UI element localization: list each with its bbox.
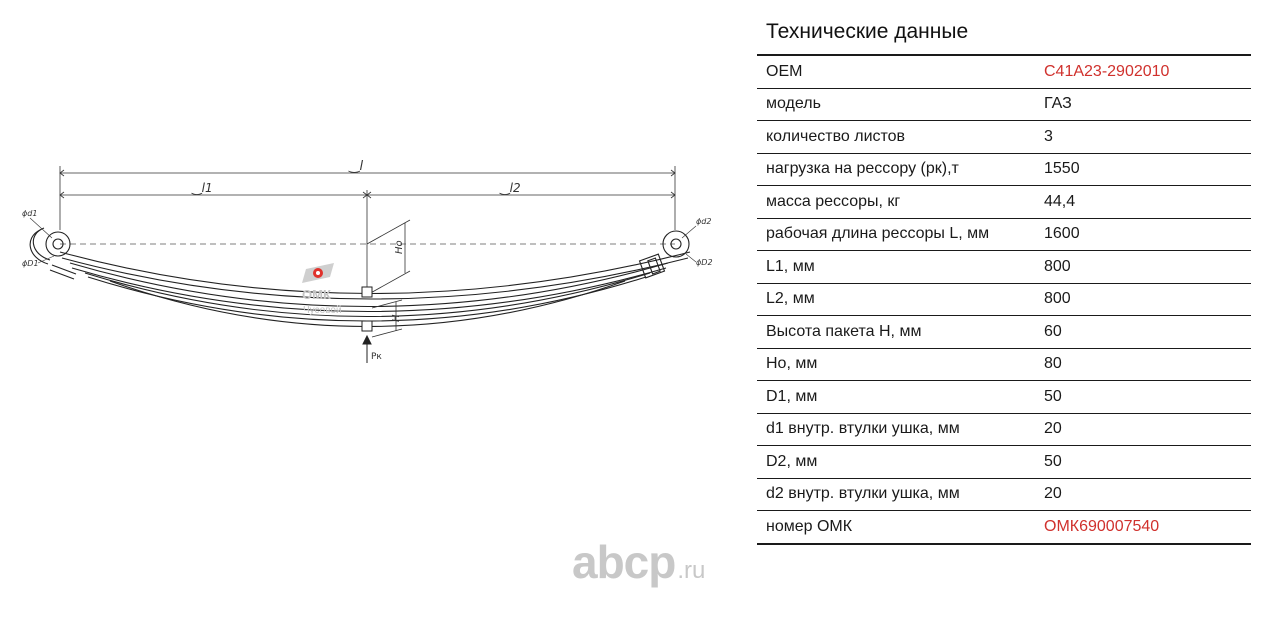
watermark-tld: .ru [677, 557, 706, 584]
leader-d2 [681, 225, 697, 239]
dimension-h0 [366, 219, 411, 296]
spec-value: ГАЗ [1034, 88, 1251, 121]
dim-l2-label: ‿l2 [499, 181, 521, 195]
dim-l1-label: ‿l1 [191, 181, 213, 195]
spec-label: нагрузка на рессору (рк),т [757, 153, 1034, 186]
spec-value-link[interactable]: ОМК690007540 [1034, 510, 1251, 545]
spec-label: рабочая длина рессоры L, мм [757, 218, 1034, 251]
dim-h-label: H [391, 314, 402, 322]
dimension-l1-l2 [59, 190, 676, 290]
spec-label: номер ОМК [757, 510, 1034, 545]
omk-logo: ОМК Чусовой [302, 263, 342, 316]
spec-label: L1, мм [757, 250, 1034, 284]
load-label: Pк [371, 352, 382, 362]
left-eye [29, 227, 77, 280]
leader-d1 [29, 217, 53, 239]
omk-logo-mark [302, 263, 334, 283]
spec-value: 80 [1034, 348, 1251, 381]
centre-bolt [361, 286, 373, 332]
abcp-watermark: abcp.ru [572, 539, 705, 594]
spec-label: Ho, мм [757, 348, 1034, 381]
spec-label: D1, мм [757, 380, 1034, 414]
spec-value: 60 [1034, 315, 1251, 349]
spec-label: OEM [757, 56, 1034, 89]
load-arrow [362, 334, 372, 363]
spec-value: 50 [1034, 380, 1251, 414]
dimension-l [59, 166, 676, 230]
dim-l-label: ‿l [348, 159, 363, 174]
omk-logo-subtext: Чусовой [303, 305, 342, 316]
spec-value: 3 [1034, 120, 1251, 154]
spec-label: модель [757, 88, 1034, 121]
spec-label: d1 внутр. втулки ушка, мм [757, 413, 1034, 446]
right-eye [638, 230, 690, 279]
label-d1: ϕd1 [22, 209, 37, 218]
spec-label: d2 внутр. втулки ушка, мм [757, 478, 1034, 511]
spec-value: 50 [1034, 445, 1251, 479]
leaf-spring-drawing: ‿l ‿l1 ‿l2 Hо [0, 150, 740, 380]
spec-value: 20 [1034, 413, 1251, 446]
dim-h0-label: Hо [394, 240, 405, 254]
spec-label: L2, мм [757, 283, 1034, 316]
spec-value: 1600 [1034, 218, 1251, 251]
spring-leaves [59, 251, 691, 328]
spec-label: D2, мм [757, 445, 1034, 479]
spec-value: 1550 [1034, 153, 1251, 186]
label-d2: ϕd2 [696, 217, 711, 226]
spec-value-link[interactable]: C41A23-2902010 [1034, 56, 1251, 89]
spec-value: 800 [1034, 283, 1251, 316]
spec-value: 20 [1034, 478, 1251, 511]
label-D1: ϕD1 [22, 259, 39, 268]
watermark-brand: abcp [572, 536, 676, 588]
spec-label: Высота пакета H, мм [757, 315, 1034, 349]
spec-label: количество листов [757, 120, 1034, 154]
spec-value: 44,4 [1034, 185, 1251, 219]
spec-value: 800 [1034, 250, 1251, 284]
spec-label: масса рессоры, кг [757, 185, 1034, 219]
specs-title: Технические данные [757, 14, 1251, 56]
omk-logo-text: ОМК [302, 287, 331, 302]
label-D2: ϕD2 [696, 258, 713, 267]
dimension-h [371, 299, 403, 338]
leader-D2 [685, 253, 697, 263]
leader-D1 [37, 255, 55, 264]
